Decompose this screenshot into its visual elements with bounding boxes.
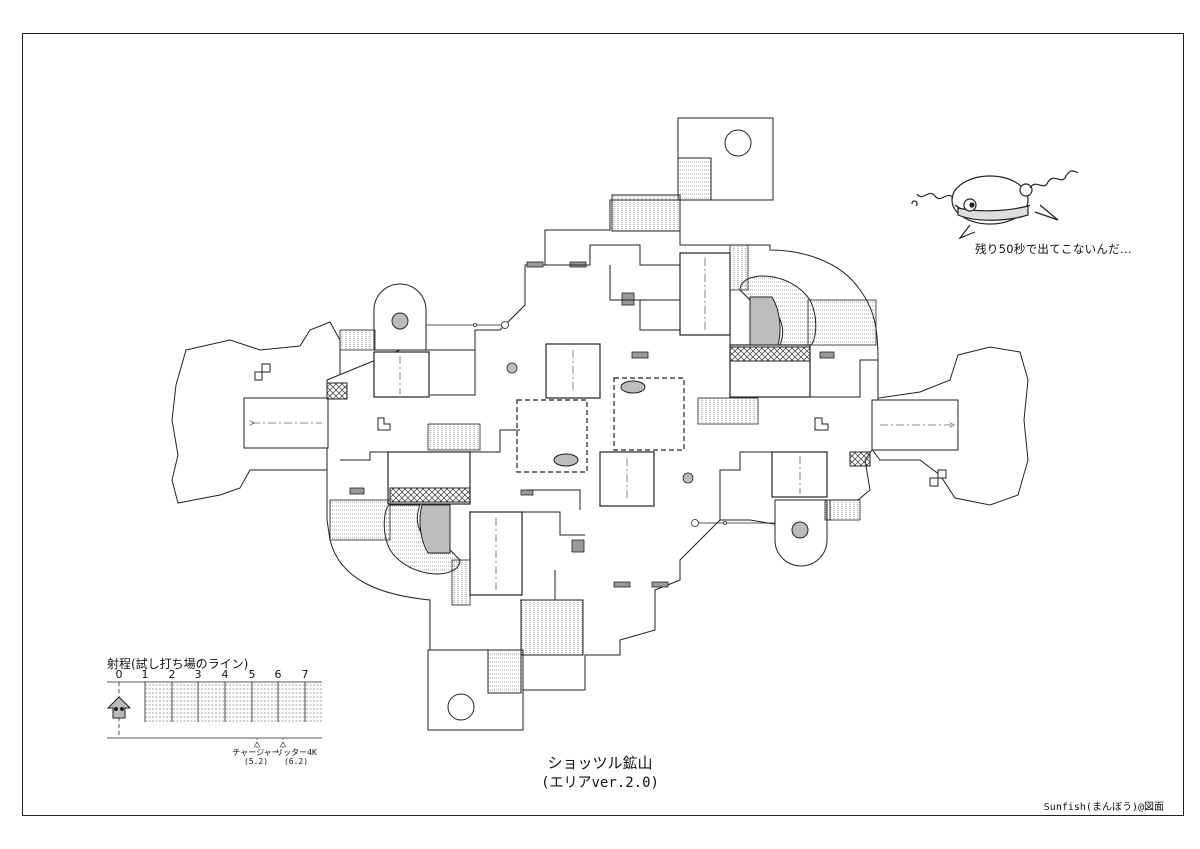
top-stairs bbox=[677, 157, 712, 201]
weapon-name: リッター4K bbox=[275, 748, 317, 757]
weapon-label-liter: リッター4K (6.2) bbox=[272, 748, 320, 766]
range-tick-6: 6 bbox=[274, 668, 282, 681]
range-scale-grid bbox=[145, 684, 322, 722]
center-zone-left bbox=[516, 399, 588, 473]
mascot-caption: 残り50秒で出てこないんだ... bbox=[975, 242, 1132, 256]
sunfish-mascot-icon bbox=[911, 170, 1079, 240]
main-stage bbox=[326, 199, 879, 696]
range-tick-1: 1 bbox=[141, 668, 149, 681]
weapon-range: (5.2) bbox=[243, 757, 269, 766]
map-subtitle: (エリアver.2.0) bbox=[541, 775, 659, 791]
center-zone-right bbox=[613, 377, 685, 451]
range-tick-7: 7 bbox=[301, 668, 309, 681]
bottom-right-stairs bbox=[520, 599, 584, 656]
map-title: ショッツル鉱山 bbox=[547, 754, 653, 772]
range-tick-5: 5 bbox=[248, 668, 256, 681]
range-scale-title: 射程(試し打ち場のライン) bbox=[107, 657, 249, 671]
room-d bbox=[771, 451, 828, 498]
bottom-stairs bbox=[487, 649, 522, 694]
room-c bbox=[373, 351, 430, 398]
author-credit: Sunfish(まんぼう)@図面 bbox=[1043, 802, 1164, 813]
weapon-name: チャージャー bbox=[232, 748, 280, 757]
bottom-room-circle bbox=[447, 693, 475, 721]
weapon-label-charger: チャージャー (5.2) bbox=[232, 748, 280, 766]
top-left-stairs bbox=[611, 194, 681, 232]
range-tick-4: 4 bbox=[221, 668, 229, 681]
weapon-range: (6.2) bbox=[283, 757, 309, 766]
range-tick-3: 3 bbox=[194, 668, 202, 681]
range-tick-0: 0 bbox=[115, 668, 123, 681]
top-room-circle bbox=[724, 129, 752, 157]
range-tick-2: 2 bbox=[168, 668, 176, 681]
squid-kid-icon bbox=[106, 696, 132, 719]
range-scale-lines bbox=[107, 681, 322, 739]
drawing-frame bbox=[22, 33, 1184, 816]
